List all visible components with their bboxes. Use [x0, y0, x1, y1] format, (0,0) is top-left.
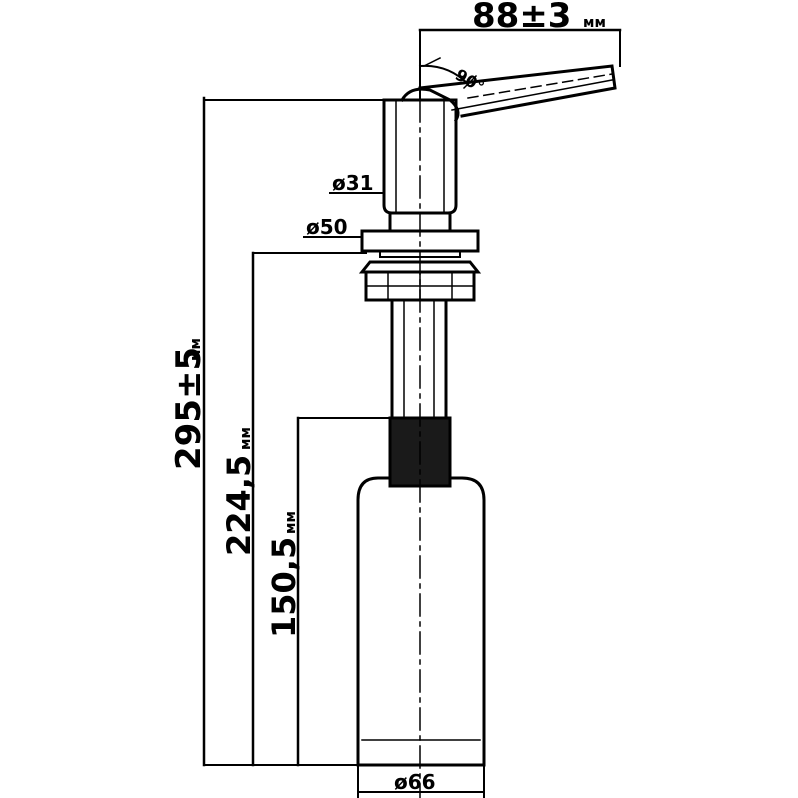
shank-tube: [390, 298, 448, 420]
dim-under-counter-height: [251, 251, 367, 767]
spout-length-unit: мм: [583, 15, 606, 31]
dim-bottle-height: [296, 416, 391, 767]
flange-diameter-label: ø50: [306, 215, 348, 239]
spout-length-label: 88±3: [472, 0, 571, 36]
under-counter-height-label: 224,5: [220, 455, 258, 556]
bottle: [356, 476, 486, 767]
spout: [399, 64, 617, 123]
bottle-height-label: 150,5: [265, 537, 303, 638]
bottle-height-unit: мм: [283, 511, 299, 534]
total-height-label: 295±5: [169, 347, 209, 470]
dim-total-height: [202, 96, 385, 767]
bottle-diameter-label: ø66: [394, 770, 436, 794]
dim-bottle-diameter: [357, 764, 485, 798]
total-height-unit: мм: [188, 338, 204, 361]
under-counter-height-unit: мм: [238, 427, 254, 450]
head-diameter-label: ø31: [332, 171, 374, 195]
spout-angle-label: 90°: [452, 65, 488, 97]
dim-spout-angle: [418, 56, 478, 90]
